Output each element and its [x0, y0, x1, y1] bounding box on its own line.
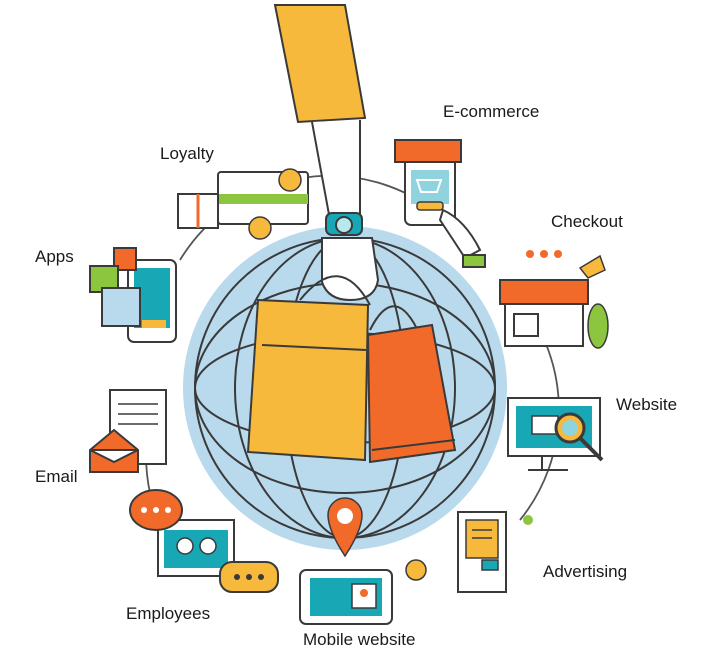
label-mobile-website: Mobile website	[303, 630, 416, 649]
tablet-apps-icon	[89, 247, 177, 343]
label-website: Website	[616, 395, 678, 414]
storefront-icon	[499, 250, 609, 349]
label-advertising: Advertising	[543, 562, 628, 581]
label-email: Email	[35, 467, 78, 486]
team-chat-icon	[129, 489, 279, 593]
label-employees: Employees	[126, 604, 211, 623]
label-apps: Apps	[35, 247, 74, 266]
shopping-cart-phone-icon	[394, 139, 486, 268]
envelope-icon	[89, 389, 167, 473]
arm-sleeve	[273, 4, 380, 302]
label-loyalty: Loyalty	[160, 144, 214, 163]
location-pin-icon	[327, 497, 363, 558]
label-ecommerce: E-commerce	[443, 102, 540, 121]
label-checkout: Checkout	[551, 212, 623, 231]
loyalty-card-icon	[177, 168, 309, 240]
shopping-bags	[246, 275, 457, 464]
monitor-search-icon	[507, 397, 604, 471]
billboard-icon	[457, 511, 533, 593]
mobile-screen-icon	[299, 559, 427, 625]
